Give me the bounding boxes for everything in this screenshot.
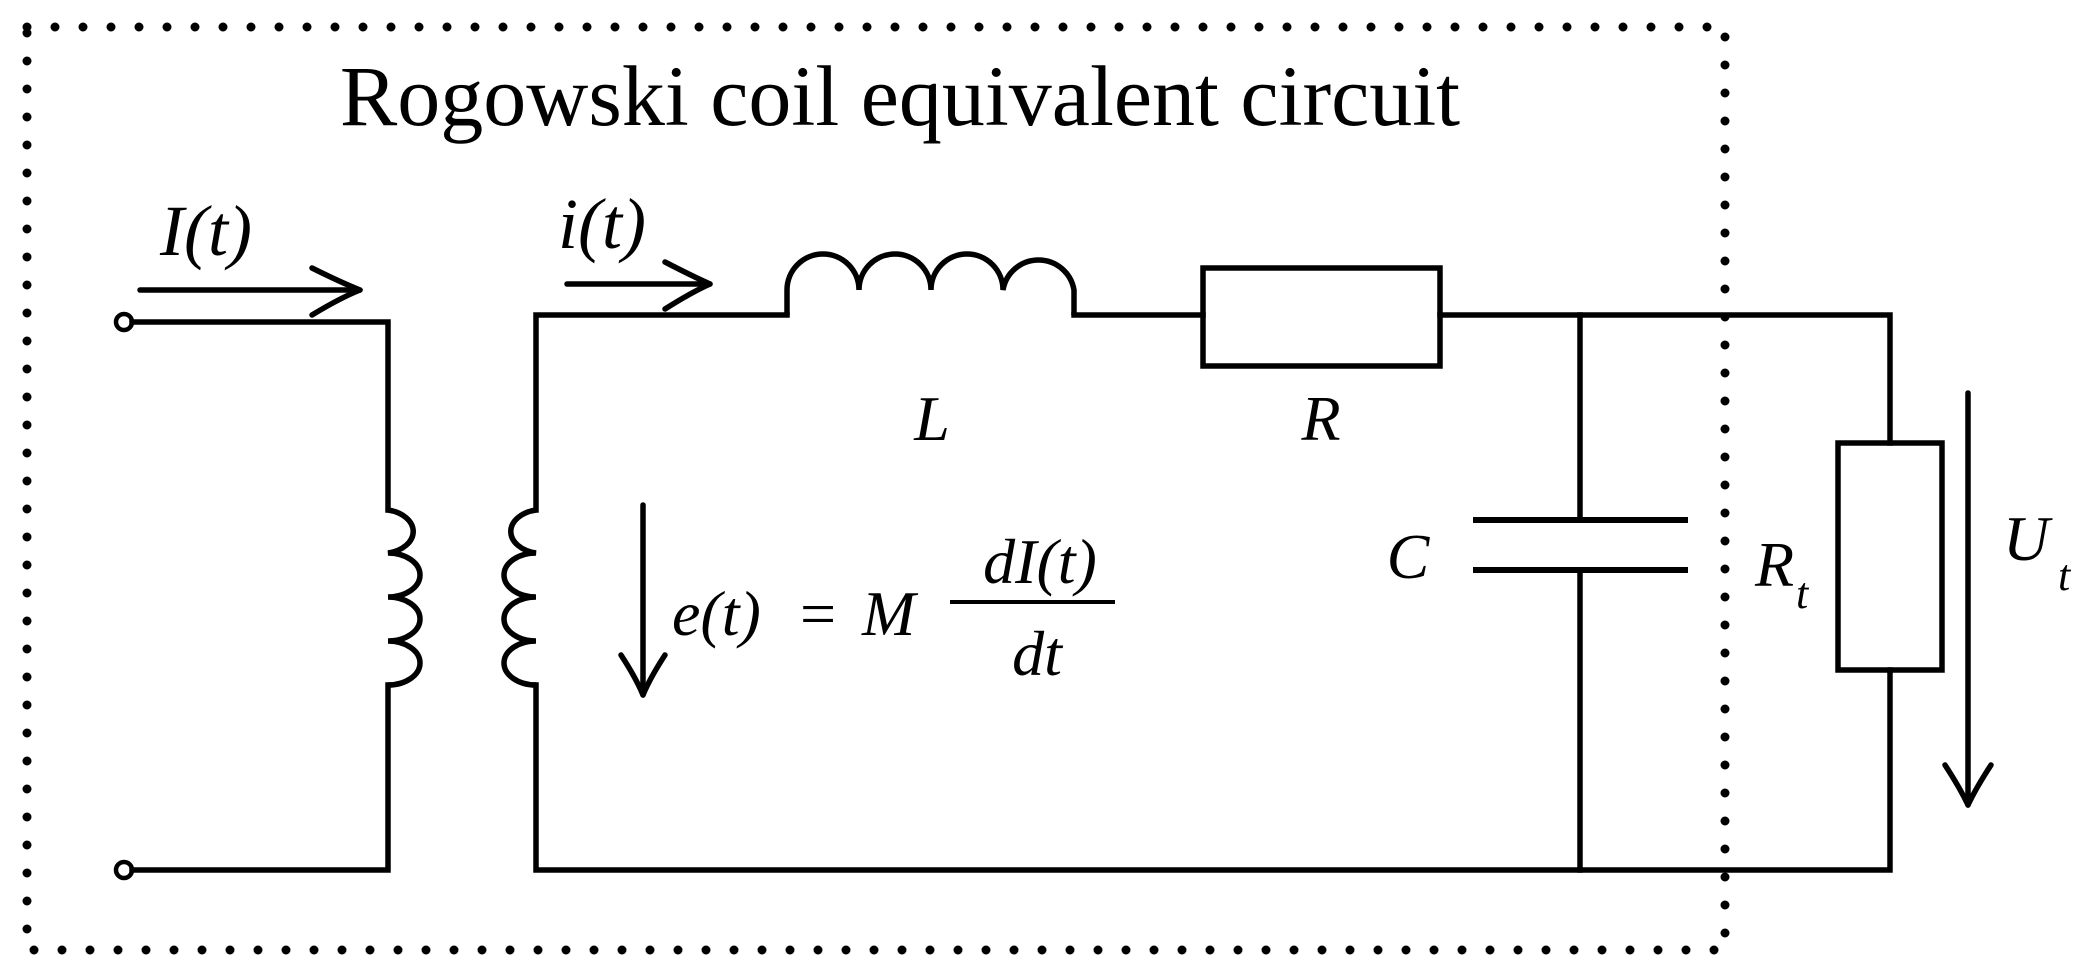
primary-current-arrow [137,265,363,318]
secondary-winding [501,507,537,688]
inductor-l [784,251,1077,315]
svg-text:dI(t): dI(t) [983,526,1097,597]
svg-text:M: M [861,578,919,649]
svg-text:dt: dt [1012,618,1064,689]
primary-current-label: I(t) [159,191,252,271]
diagram-title: Rogowski coil equivalent circuit [340,48,1460,144]
svg-text:t: t [2058,551,2072,600]
secondary-current-arrow [564,259,713,312]
svg-text:e(t): e(t) [672,578,761,649]
secondary-loop-wire [533,312,1893,873]
output-voltage-arrow [1942,390,1994,808]
primary-wire [129,319,391,873]
emf-arrow [618,502,668,698]
resistor-r [1200,265,1443,369]
secondary-current-label: i(t) [558,184,646,264]
output-voltage-label: U t [2003,503,2072,600]
equivalent-circuit-boundary [22,22,1730,955]
load-resistor [1835,440,1945,673]
svg-text:t: t [1796,569,1810,618]
svg-text:R: R [1754,529,1794,600]
resistor-label: R [1300,383,1340,454]
load-resistor-label: R t [1754,529,1810,618]
svg-text:=: = [800,578,836,649]
capacitor-label: C [1387,521,1431,592]
primary-winding [387,507,423,688]
emf-equation: e(t) = M dI(t) dt [672,526,1115,689]
inductor-label: L [913,383,950,454]
svg-text:U: U [2003,503,2053,574]
